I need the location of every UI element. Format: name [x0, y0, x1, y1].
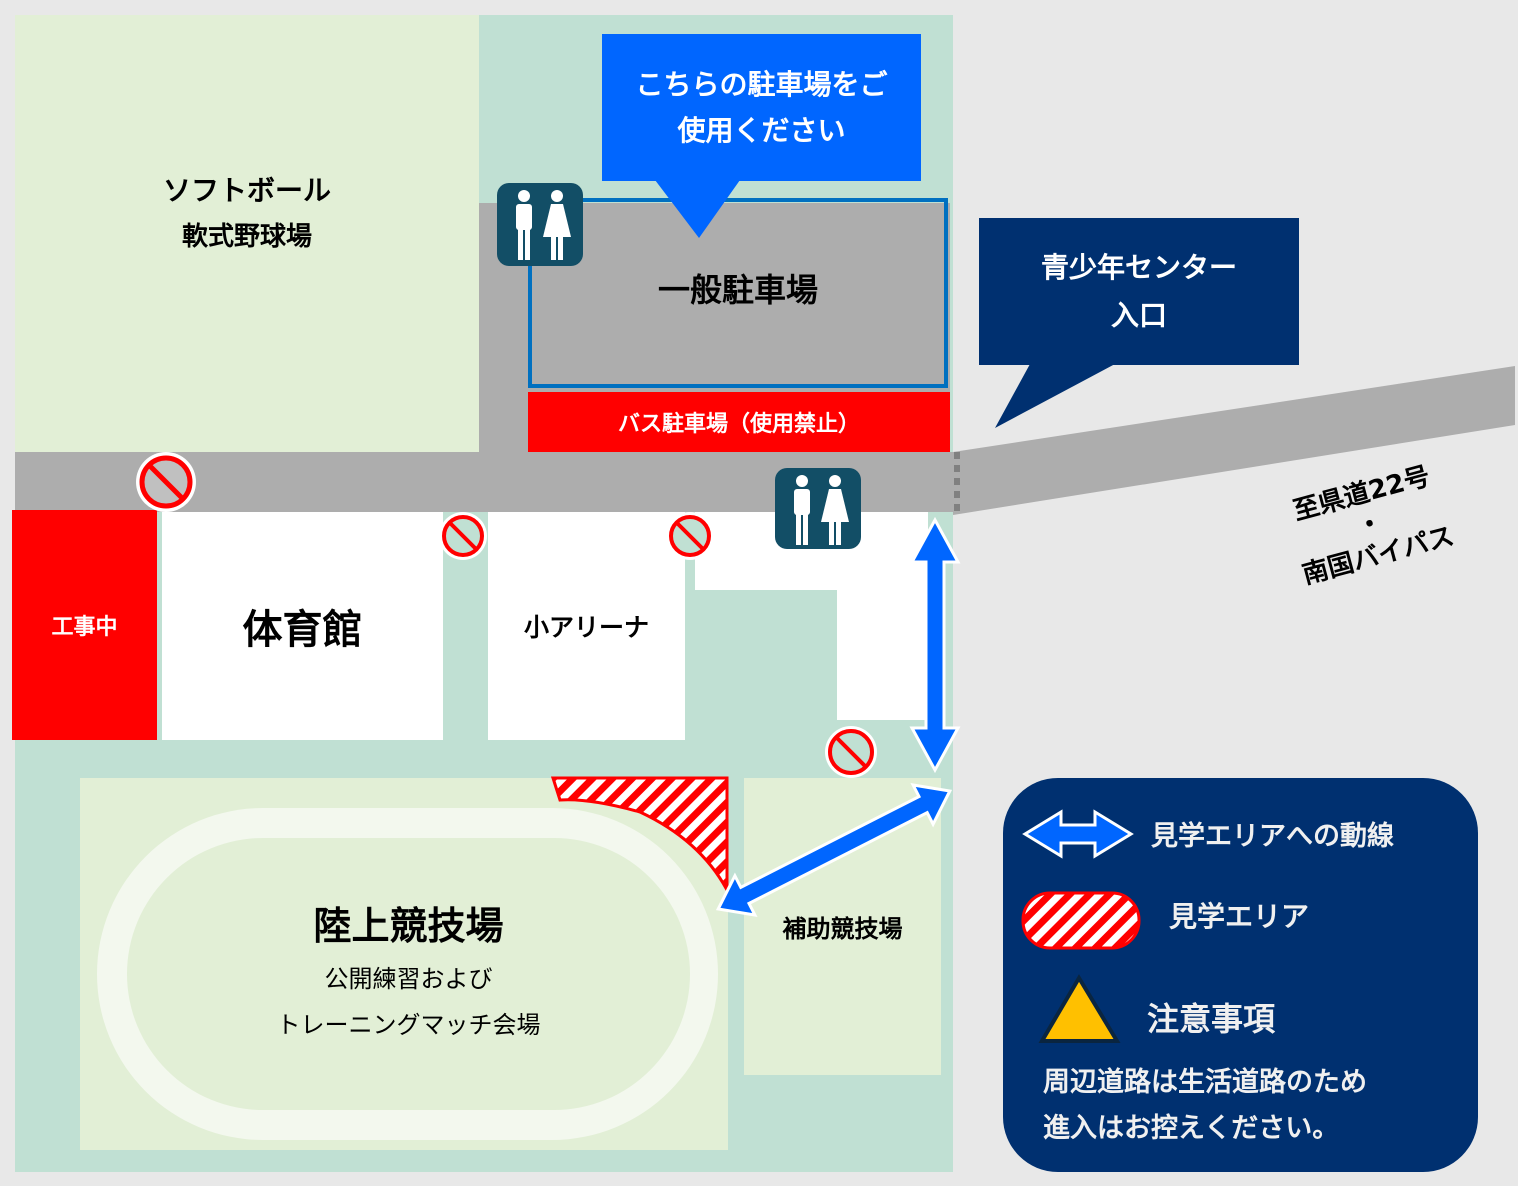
legend-caution-line2: 進入はお控えください。: [1043, 1113, 1340, 1144]
no-entry-icon: [439, 512, 487, 560]
legend: 見学エリアへの動線 見学エリア 注意事項 周辺道路は生活道路のため 進入はお控え…: [1003, 778, 1478, 1172]
legend-icons: [1021, 809, 1141, 1043]
small-arena-label: 小アリーナ: [523, 613, 649, 642]
sub-field[interactable]: 補助競技場: [744, 778, 941, 1075]
youth-center-line1: 青少年センター: [1040, 250, 1237, 284]
parking-callout-tail: [655, 180, 740, 238]
no-entry-icon: [666, 512, 714, 560]
legend-caution-title: 注意事項: [1147, 1000, 1276, 1038]
construction-label: 工事中: [51, 615, 118, 640]
parking-callout-line2: 使用ください: [677, 113, 846, 147]
stadium-line1: 公開練習および: [324, 965, 493, 993]
bus-parking-label: バス駐車場（使用禁止）: [617, 412, 860, 437]
route-arrow-vertical: [909, 516, 961, 774]
restroom-icon: [497, 183, 583, 266]
legend-route-label: 見学エリアへの動線: [1151, 821, 1394, 852]
gymnasium[interactable]: 体育館: [162, 512, 443, 740]
baseball-label: 軟式野球場: [181, 221, 312, 252]
stadium-title: 陸上競技場: [313, 904, 504, 948]
legend-viewing-area-label: 見学エリア: [1169, 900, 1310, 933]
general-parking[interactable]: 一般駐車場: [528, 198, 948, 388]
softball-field: ソフトボール 軟式野球場: [15, 15, 479, 452]
track-infield: 陸上競技場 公開練習および トレーニングマッチ会場: [127, 838, 690, 1110]
gymnasium-label: 体育館: [242, 607, 363, 653]
legend-caution-line1: 周辺道路は生活道路のため: [1043, 1067, 1367, 1098]
road-to-bypass: [953, 366, 1515, 515]
general-parking-label: 一般駐車場: [657, 271, 818, 309]
construction-area: 工事中: [12, 510, 157, 740]
softball-label: ソフトボール: [162, 173, 331, 207]
youth-center-callout: 青少年センター 入口: [979, 218, 1299, 365]
youth-center-line2: 入口: [1110, 298, 1167, 332]
no-entry-icon: [136, 452, 196, 512]
youth-center-callout-tail: [995, 364, 1115, 428]
warning-triangle-icon: [1038, 974, 1121, 1043]
bus-parking: バス駐車場（使用禁止）: [528, 392, 950, 452]
parking-callout: こちらの駐車場をご 使用ください: [602, 34, 921, 181]
double-arrow-icon: [1022, 809, 1134, 859]
sub-field-label: 補助競技場: [782, 915, 903, 943]
no-entry-icon: [825, 726, 877, 778]
parking-callout-line1: こちらの駐車場をご: [635, 67, 888, 101]
hatched-area-icon: [1021, 891, 1141, 950]
restroom-icon: [775, 468, 861, 549]
stadium-line2: トレーニングマッチ会場: [276, 1011, 541, 1039]
viewing-area-hatched[interactable]: [550, 776, 729, 891]
small-arena[interactable]: 小アリーナ: [488, 512, 685, 740]
route-arrow-diagonal: [715, 783, 953, 917]
